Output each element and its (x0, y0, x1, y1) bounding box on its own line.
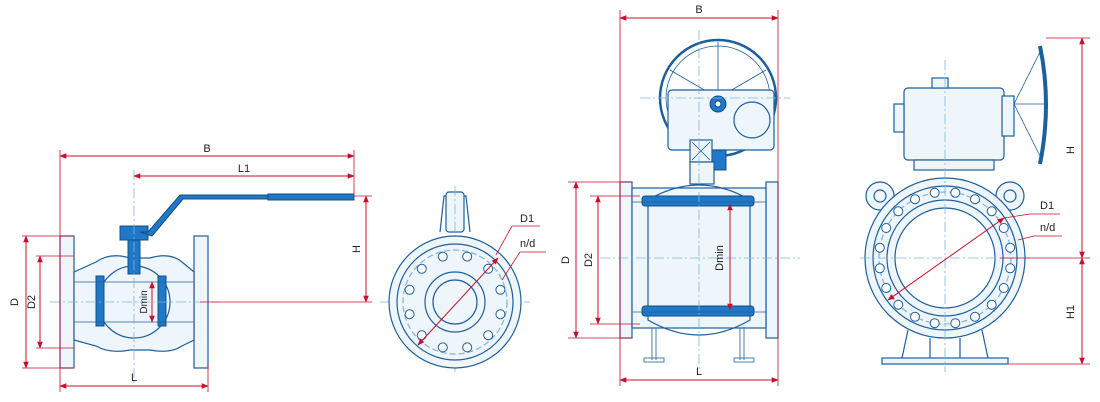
lever-handle (139, 194, 269, 237)
bolt-hole (495, 284, 506, 295)
bolt-hole (437, 342, 448, 353)
bolt-hole (483, 330, 494, 341)
bolt-hole (910, 194, 920, 205)
label-D1: D1 (520, 213, 534, 225)
bolt-hole (998, 223, 1009, 233)
bolt-hole (950, 187, 961, 198)
bolt-hole (929, 318, 940, 329)
label-D: D (9, 298, 21, 306)
upper-seat (641, 195, 755, 207)
label-L: L (131, 372, 137, 384)
label-D2: D2 (583, 253, 595, 267)
bolt-hole (998, 283, 1009, 293)
bolt-hole (970, 311, 980, 322)
gearbox (903, 87, 1005, 161)
bolt-hole (893, 299, 904, 310)
label-nd: n/d (1040, 222, 1055, 234)
bolt-hole (874, 242, 885, 253)
label-D: D (560, 256, 572, 264)
view-lever-valve-side: B L1 H D D2 Dmin L (9, 143, 372, 392)
bolt-hole (1005, 242, 1016, 253)
bolt-hole (416, 330, 427, 341)
flange-outer (388, 235, 522, 369)
bolt-hole (416, 263, 427, 274)
bolt-hole (404, 284, 415, 295)
bolt-hole (874, 263, 885, 274)
bolt-hole (495, 309, 506, 320)
label-H: H (1065, 146, 1077, 154)
bolt-hole (462, 342, 473, 353)
label-B: B (695, 4, 702, 16)
left-flange (619, 181, 633, 339)
right-seat (157, 275, 167, 327)
dim-D1 (887, 217, 1005, 301)
view-lever-valve-flange: D1 n/d (380, 186, 546, 372)
dim-D1 (417, 257, 499, 346)
label-H1: H1 (1065, 305, 1077, 319)
bolt-hole (950, 318, 961, 329)
bolt-hole (986, 299, 997, 310)
bolt-hole (1005, 263, 1016, 274)
view-gear-valve-side: B D D2 Dmin L (560, 4, 800, 386)
lever-grip (267, 193, 355, 201)
bolt-hole (986, 206, 997, 217)
bolt-hole (881, 283, 892, 293)
bolt-hole (437, 251, 448, 262)
label-L1: L1 (238, 163, 250, 175)
left-seat (95, 275, 105, 327)
label-L: L (696, 366, 702, 378)
label-Dmin: Dmin (714, 245, 726, 271)
label-nd: n/d (520, 238, 535, 250)
bolt-hole (893, 206, 904, 217)
label-H: H (351, 245, 363, 253)
label-Dmin: Dmin (139, 290, 150, 313)
bolt-hole (881, 223, 892, 233)
bolt-hole (970, 194, 980, 205)
label-D1: D1 (1040, 200, 1054, 212)
bolt-hole (462, 251, 473, 262)
right-flange (765, 181, 779, 339)
bolt-hole (910, 311, 920, 322)
label-D2: D2 (26, 295, 38, 309)
lower-seat (641, 305, 755, 317)
bolt-hole (404, 309, 415, 320)
label-B: B (203, 143, 210, 155)
view-gear-valve-front: D1 n/d H H1 (860, 37, 1090, 372)
bolt-hole (929, 187, 940, 198)
